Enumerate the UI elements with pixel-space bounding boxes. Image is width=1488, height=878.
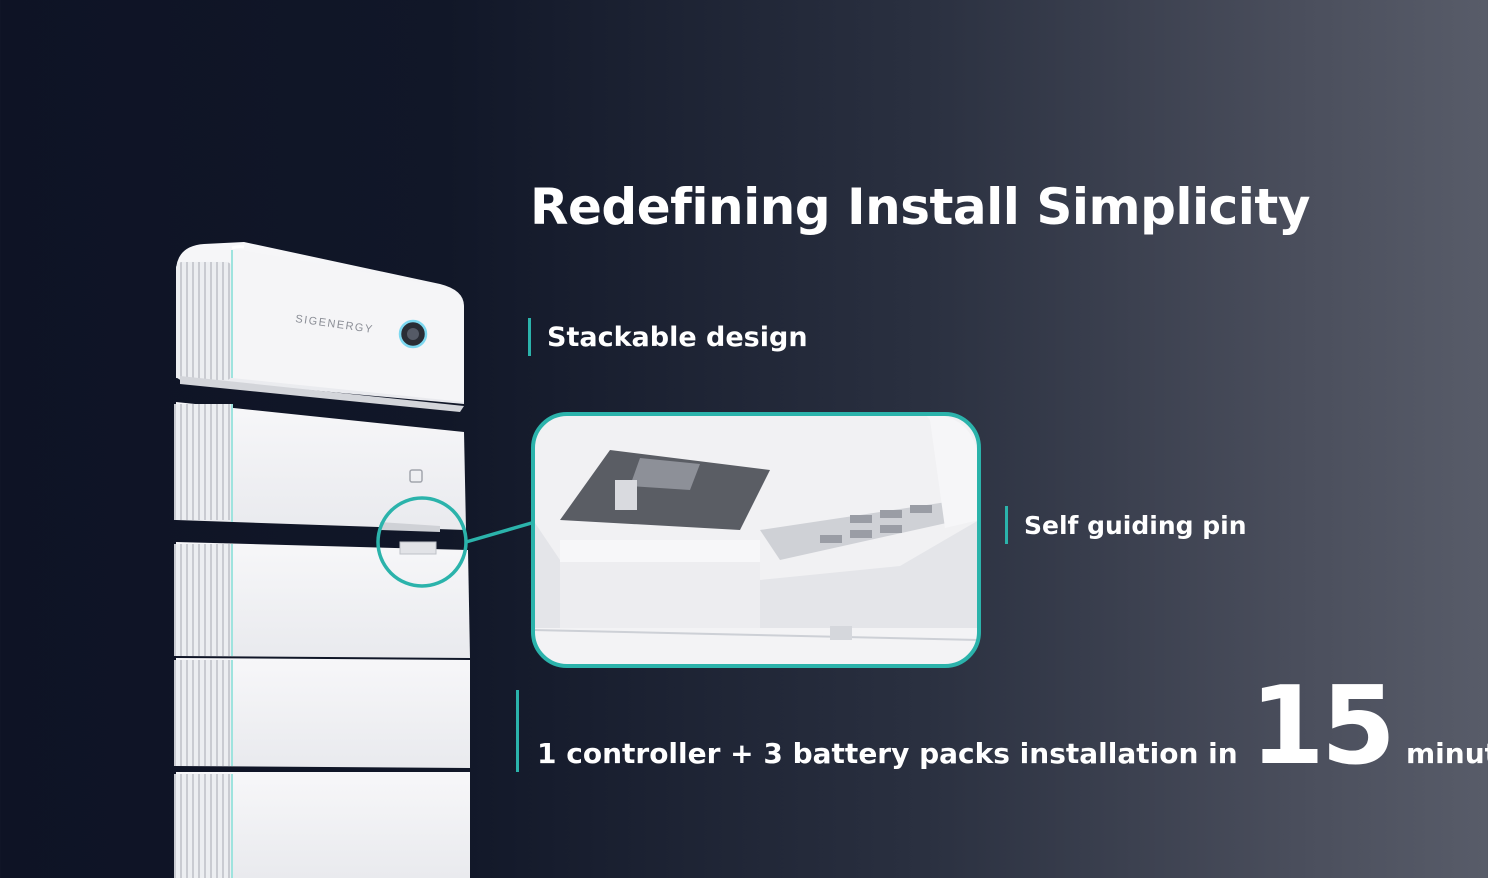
guiding-pin-icon xyxy=(399,541,437,555)
battery-pack-1 xyxy=(174,402,466,532)
feature-label: Self guiding pin xyxy=(1024,510,1247,540)
install-time-number: 15 xyxy=(1249,664,1396,790)
feature-install-time: 1 controller + 3 battery packs installat… xyxy=(516,673,1488,781)
callout-connector xyxy=(465,520,536,544)
install-time-unit: minutes xyxy=(1405,737,1488,770)
led-ring-button-icon xyxy=(398,319,428,349)
battery-pack-4 xyxy=(174,772,470,878)
badge-icon xyxy=(409,469,423,483)
battery-pack-2 xyxy=(174,541,470,658)
install-lead-text: 1 controller + 3 battery packs installat… xyxy=(537,737,1238,770)
page-title: Redefining Install Simplicity xyxy=(530,178,1310,236)
controller-unit: SIGENERGY xyxy=(176,242,464,412)
pin-detail-zoom xyxy=(531,412,981,668)
battery-pack-3 xyxy=(174,658,470,768)
feature-stackable-design: Stackable design xyxy=(528,318,808,356)
feature-label: Stackable design xyxy=(547,321,808,353)
feature-self-guiding-pin: Self guiding pin xyxy=(1005,506,1247,544)
